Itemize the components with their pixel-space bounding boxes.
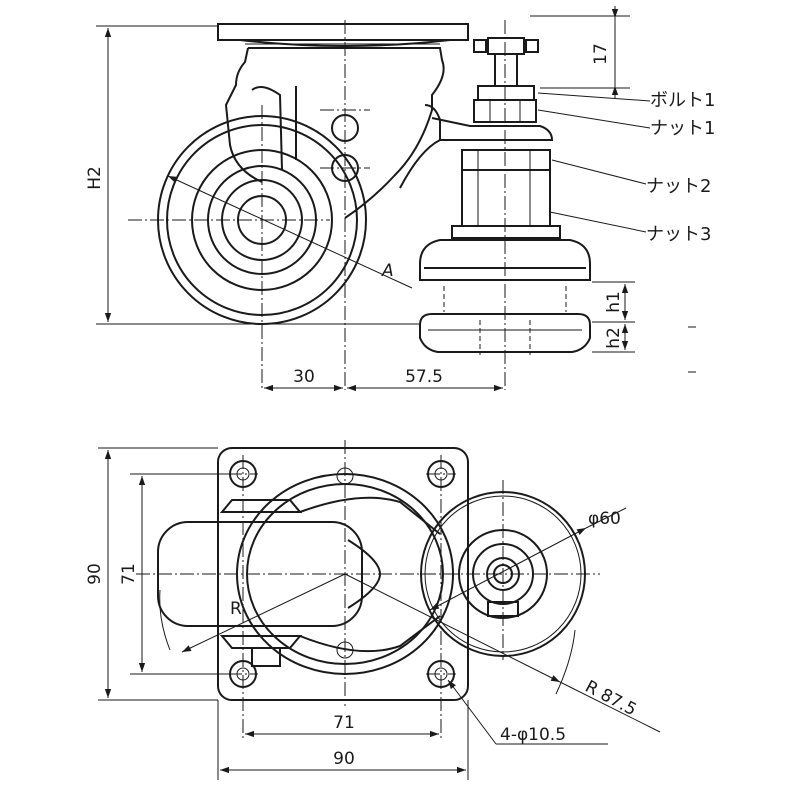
pad-height-1-label: h1: [604, 291, 624, 313]
plate-height-dimension: 90: [85, 447, 218, 701]
part-callouts: ボルト1 ナット1 ナット2 ナット3: [537, 90, 715, 245]
bolt-protrusion-label: 17: [591, 43, 611, 65]
h2-label: H2: [85, 166, 105, 190]
mount-holes-label: 4-φ10.5: [500, 725, 566, 745]
callout-nut-1: ナット1: [650, 118, 715, 139]
callout-nut-3: ナット3: [646, 224, 711, 245]
bolt-pitch-vertical-dimension: 71: [119, 473, 228, 675]
callout-bolt-1: ボルト1: [650, 90, 715, 111]
bolt-protrusion-dimension: 17: [530, 6, 630, 98]
fork-brackets: [219, 496, 441, 667]
h2-dimension: H2: [85, 25, 420, 325]
swivel-radius-r-dimension: R: [159, 573, 346, 653]
mount-holes-callout: 4-φ10.5: [447, 679, 608, 745]
offset-left-label: 30: [293, 367, 315, 387]
plate-width-dimension: 90: [217, 700, 469, 780]
side-view-centerlines: [128, 20, 567, 390]
bolt-pitch-horizontal-dimension: 71: [245, 713, 439, 738]
plate-width-label: 90: [333, 749, 355, 769]
pad-diameter-label: φ60: [588, 509, 621, 529]
top-mounting-plate: [217, 23, 469, 47]
side-view: H2 17 h1 h2 30: [85, 6, 715, 392]
top-view: 90 71 71 90 R: [85, 440, 661, 780]
outer-radius-label: R 87.5: [582, 677, 640, 721]
pad-diameter-dimension: φ60: [429, 507, 627, 611]
offset-dimensions: 30 57.5: [264, 367, 503, 392]
bolt-pitch-vertical-label: 71: [119, 563, 139, 585]
callout-nut-2: ナット2: [646, 176, 711, 197]
decorative-marks: [688, 326, 696, 373]
top-view-centerlines: [136, 440, 600, 740]
swivel-radius-callout: A: [167, 175, 413, 289]
fork-housing: [224, 47, 445, 219]
offset-right-label: 57.5: [405, 367, 443, 387]
leveling-bracket: [399, 117, 554, 189]
bolt-pitch-horizontal-label: 71: [333, 713, 355, 733]
plate-height-label: 90: [85, 563, 105, 585]
bolt-and-nut-stack: [451, 37, 561, 239]
pad-height-2-label: h2: [604, 327, 624, 349]
swivel-radius-label: A: [381, 261, 394, 281]
pad-height-dimensions: h1 h2: [592, 281, 635, 353]
swivel-radius-r-label: R: [230, 599, 242, 619]
